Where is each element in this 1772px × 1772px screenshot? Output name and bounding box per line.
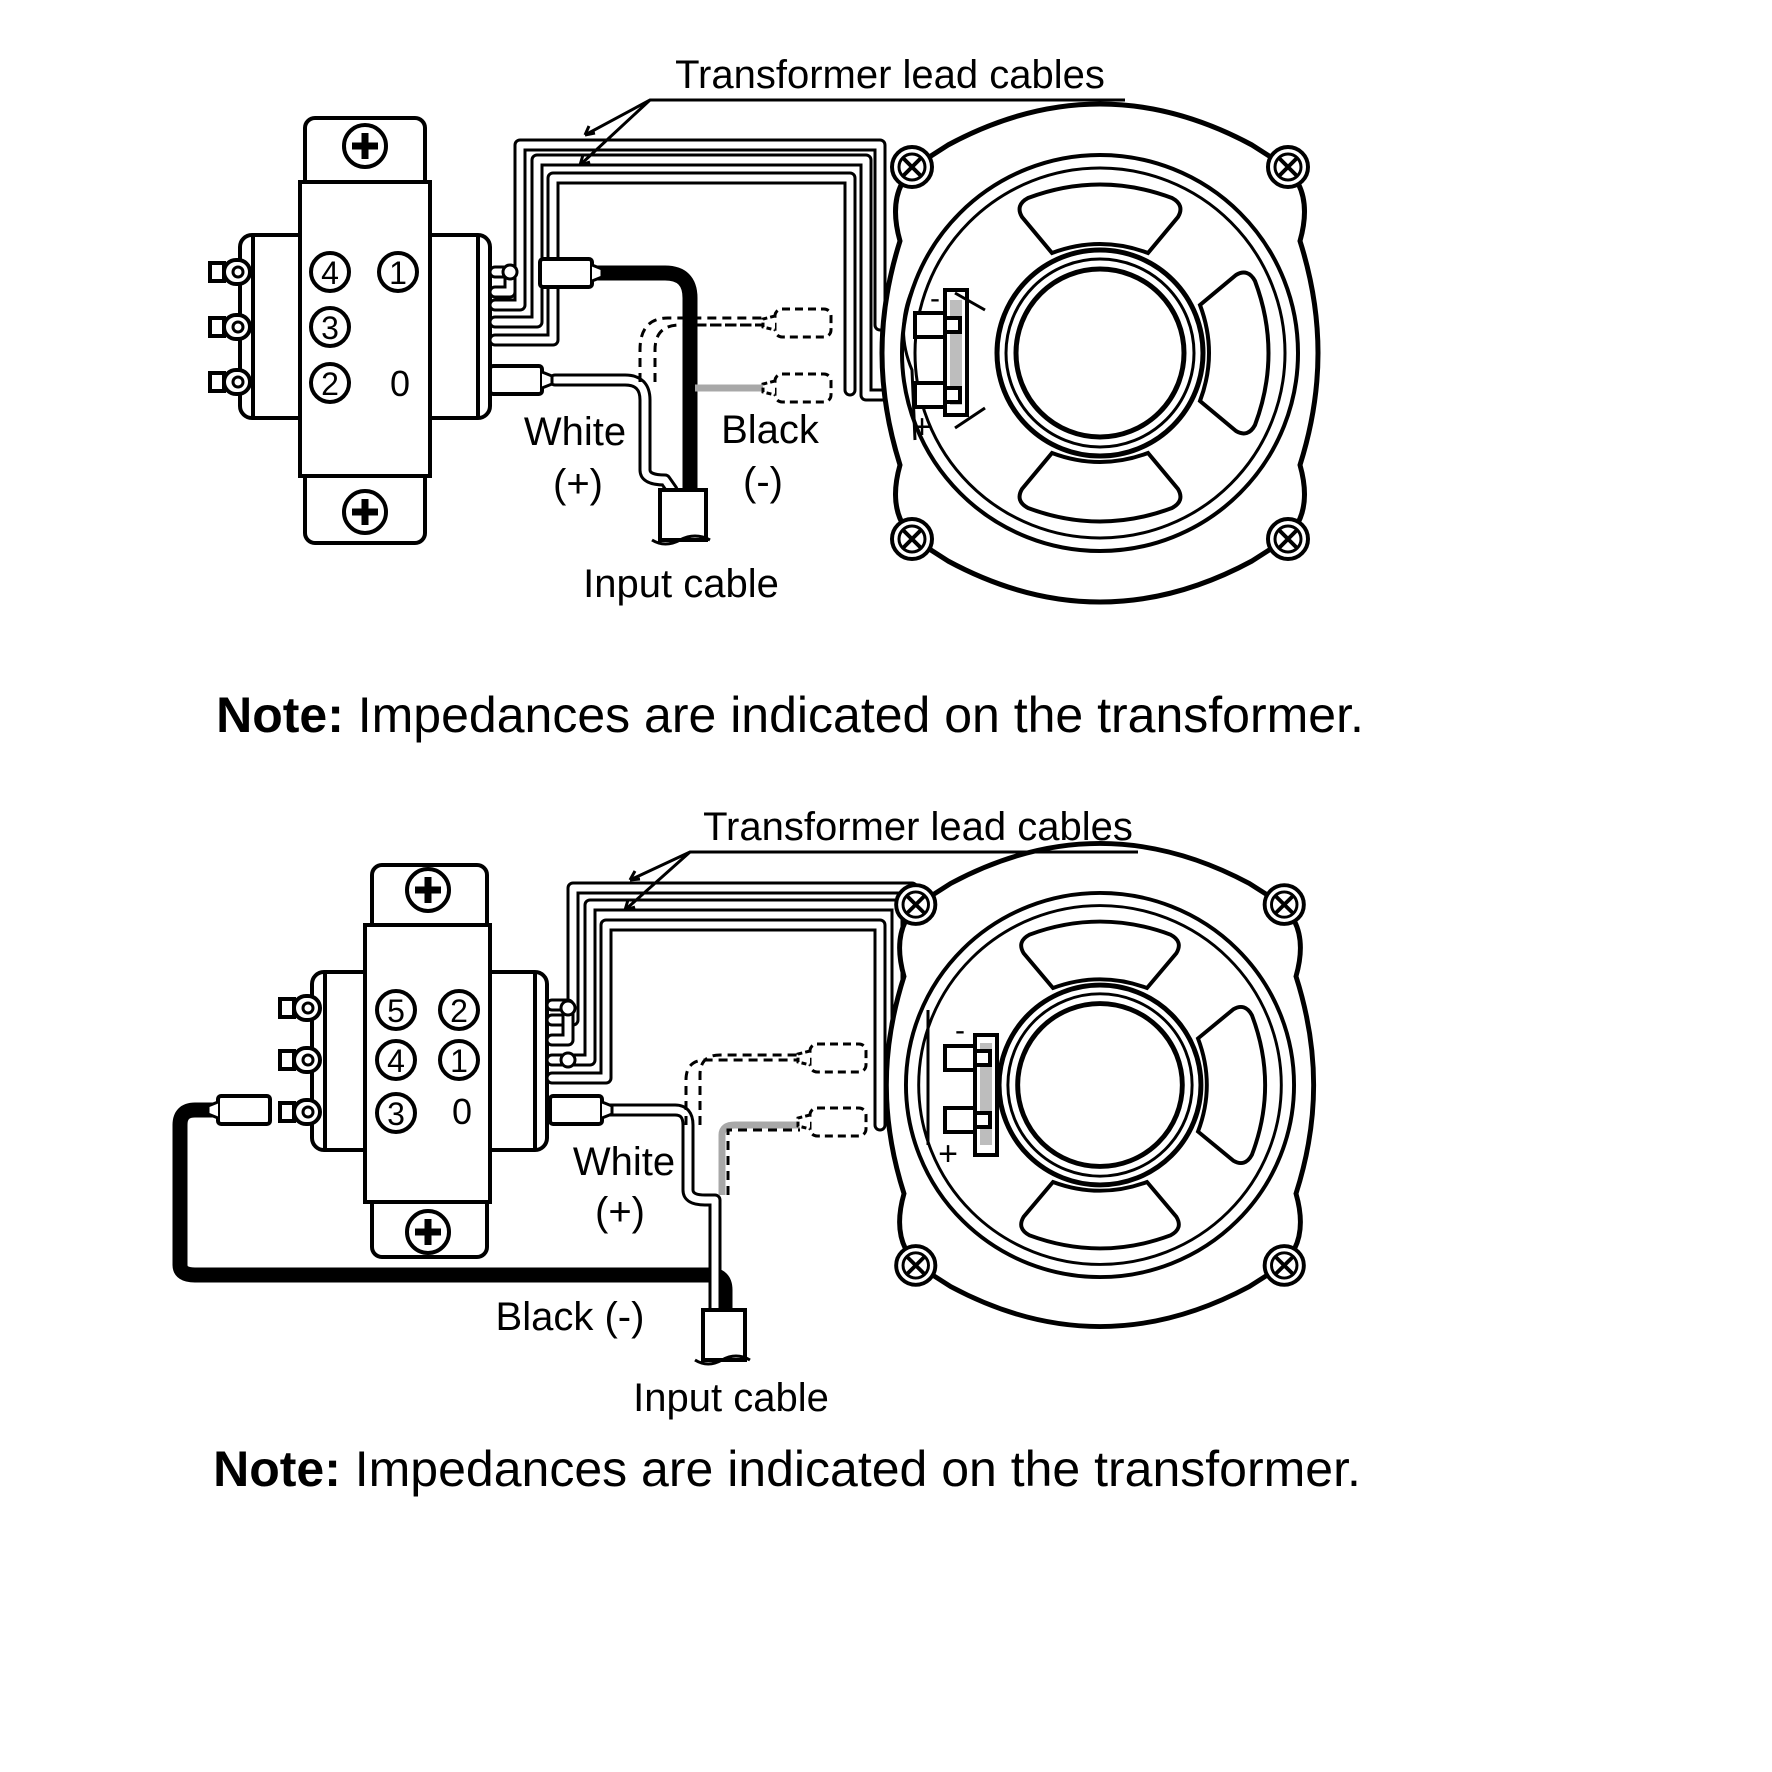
connector-icon — [208, 313, 252, 341]
terminal-label: 3 — [321, 310, 339, 346]
white-label: White — [524, 410, 626, 454]
terminal-label: 2 — [450, 993, 468, 1029]
input-cable-label: Input cable — [633, 1376, 829, 1420]
terminal-label: 1 — [450, 1043, 468, 1079]
connector-icon — [761, 307, 833, 339]
terminal-label: 4 — [321, 255, 339, 291]
transformer-bottom: 5 2 4 1 3 0 — [278, 863, 549, 1259]
note-text: Note: Impedances are indicated on the tr… — [213, 1441, 1361, 1497]
connector-icon — [278, 1098, 322, 1126]
terminal-label: 5 — [387, 993, 405, 1029]
terminal-label: 1 — [389, 255, 407, 291]
terminal-label: 2 — [321, 366, 339, 402]
top-diagram: 4 1 3 2 0 — [208, 53, 1364, 743]
black-label: Black (-) — [496, 1295, 645, 1339]
terminal-label: 3 — [387, 1096, 405, 1132]
speaker-minus-label: - — [930, 282, 940, 315]
transformer-top: 4 1 3 2 0 — [208, 116, 492, 545]
speaker-minus-label: - — [955, 1014, 965, 1047]
connector-icon — [278, 994, 322, 1022]
note-body: Impedances are indicated on the transfor… — [344, 687, 1364, 743]
black-wire-bottom — [172, 1102, 733, 1318]
connector-icon — [278, 1046, 322, 1074]
white-polarity-label: (+) — [595, 1190, 645, 1234]
connector-icon — [761, 372, 833, 404]
note-body: Impedances are indicated on the transfor… — [341, 1441, 1361, 1497]
note-text: Note: Impedances are indicated on the tr… — [216, 687, 1364, 743]
white-polarity-label: (+) — [553, 462, 603, 506]
terminal-label-zero: 0 — [452, 1091, 472, 1132]
speaker-terminals-top: - + — [902, 282, 986, 446]
bottom-diagram: 5 2 4 1 3 0 — [172, 805, 1361, 1497]
black-polarity-label: (-) — [743, 460, 783, 504]
note-bold: Note: — [216, 687, 344, 743]
note-bold: Note: — [213, 1441, 341, 1497]
input-cable-sheath — [701, 1308, 747, 1362]
black-label: Black — [721, 408, 820, 452]
input-cable-label: Input cable — [583, 562, 779, 606]
terminal-label: 4 — [387, 1043, 405, 1079]
white-label: White — [573, 1140, 675, 1184]
screw-icon — [405, 867, 451, 913]
speaker-terminals-bottom: - + — [926, 1010, 999, 1173]
input-cable-sheath — [658, 488, 708, 542]
connector-icon — [208, 368, 252, 396]
connector-icon — [796, 1106, 868, 1138]
black-wire-top — [582, 265, 698, 506]
screw-icon — [342, 123, 388, 169]
speaker-icon — [886, 843, 1313, 1326]
connector-icon — [208, 258, 252, 286]
lead-cables-label: Transformer lead cables — [703, 805, 1133, 849]
connector-icon — [548, 1094, 614, 1126]
speaker-plus-label: + — [938, 1135, 958, 1173]
terminal-label-zero: 0 — [390, 363, 410, 404]
screw-icon — [342, 489, 388, 535]
lead-cables-label: Transformer lead cables — [675, 53, 1105, 97]
connector-icon — [206, 1094, 272, 1126]
connector-icon — [538, 257, 604, 289]
connector-icon — [796, 1042, 868, 1074]
screw-icon — [405, 1209, 451, 1255]
speaker-plus-label: + — [912, 408, 932, 446]
connector-icon — [488, 364, 554, 396]
